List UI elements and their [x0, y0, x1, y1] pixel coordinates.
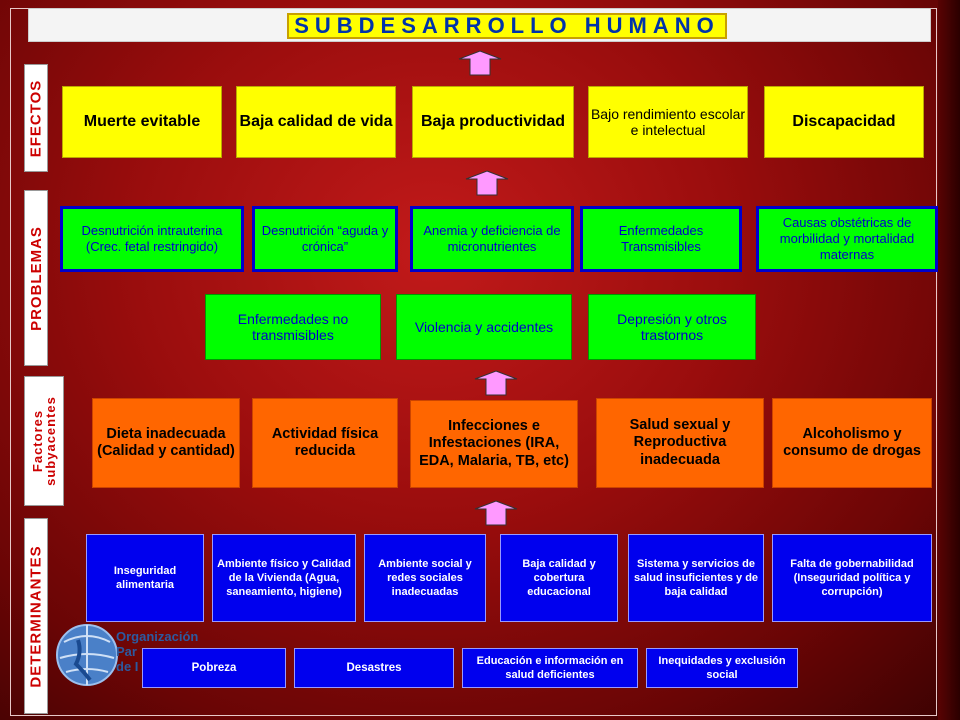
ops-logo-icon [56, 624, 118, 686]
factor-box: Infecciones e Infestaciones (IRA, EDA, M… [410, 400, 578, 488]
diagram-title: SUBDESARROLLO HUMANO [287, 13, 727, 39]
up-arrow-icon [474, 500, 518, 526]
section-label-factores: Factores subyacentes [24, 376, 64, 506]
determinante-box: Educación e información en salud deficie… [462, 648, 638, 688]
determinante-box: Falta de gobernabilidad (Inseguridad pol… [772, 534, 932, 622]
efecto-box: Baja calidad de vida [236, 86, 396, 158]
section-label-factores-text: Factores subyacentes [30, 396, 59, 486]
up-arrow-icon [474, 370, 518, 396]
efecto-box: Baja productividad [412, 86, 574, 158]
factor-box: Alcoholismo y consumo de drogas [772, 398, 932, 488]
problema-box: Enfermedades Transmisibles [580, 206, 742, 272]
determinante-box: Sistema y servicios de salud insuficient… [628, 534, 764, 622]
determinante-box: Ambiente social y redes sociales inadecu… [364, 534, 486, 622]
section-label-efectos: EFECTOS [24, 64, 48, 172]
determinante-box: Inequidades y exclusión social [646, 648, 798, 688]
section-label-efectos-text: EFECTOS [27, 79, 45, 157]
problema-box: Anemia y deficiencia de micronutrientes [410, 206, 574, 272]
factor-box: Dieta inadecuada (Calidad y cantidad) [92, 398, 240, 488]
logo-text-line: Organización [116, 629, 199, 644]
problema-box: Depresión y otros trastornos [588, 294, 756, 360]
determinante-box: Pobreza [142, 648, 286, 688]
efecto-box: Discapacidad [764, 86, 924, 158]
section-label-problemas-text: PROBLEMAS [27, 225, 45, 331]
problema-box: Violencia y accidentes [396, 294, 572, 360]
problema-box: Desnutrición intrauterina (Crec. fetal r… [60, 206, 244, 272]
problema-box: Causas obstétricas de morbilidad y morta… [756, 206, 938, 272]
problema-box: Enfermedades no transmisibles [205, 294, 381, 360]
right-edge-strip [938, 0, 960, 720]
section-label-determinantes: DETERMINANTES [24, 518, 48, 714]
determinante-box: Baja calidad y cobertura educacional [500, 534, 618, 622]
section-label-problemas: PROBLEMAS [24, 190, 48, 366]
logo-text-line: Par [116, 644, 137, 659]
up-arrow-icon [458, 50, 502, 76]
up-arrow-icon [465, 170, 509, 196]
efecto-box: Bajo rendimiento escolar e intelectual [588, 86, 748, 158]
determinante-box: Desastres [294, 648, 454, 688]
factor-box: Actividad física reducida [252, 398, 398, 488]
section-label-determinantes-text: DETERMINANTES [27, 544, 45, 688]
problema-box: Desnutrición “aguda y crónica” [252, 206, 398, 272]
title-bar: SUBDESARROLLO HUMANO [28, 8, 931, 42]
determinante-box: Ambiente físico y Calidad de la Vivienda… [212, 534, 356, 622]
ops-logo-text: Organización Par de I [116, 629, 198, 674]
efecto-box: Muerte evitable [62, 86, 222, 158]
logo-text-line: de I [116, 659, 139, 674]
determinante-box: Inseguridad alimentaria [86, 534, 204, 622]
factor-box: Salud sexual y Reproductiva inadecuada [596, 398, 764, 488]
